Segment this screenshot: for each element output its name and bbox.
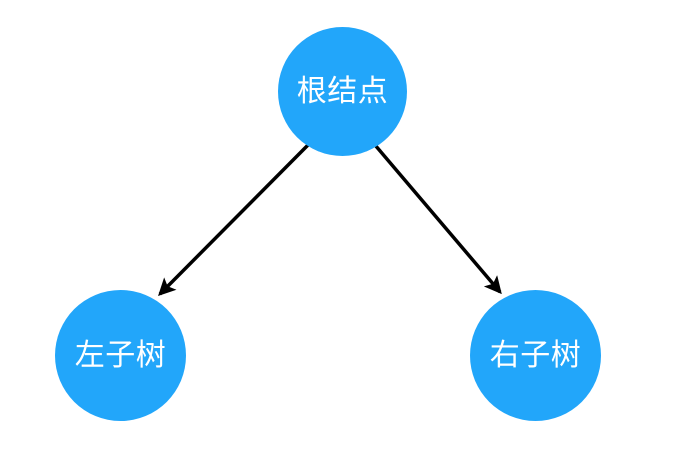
edge-root-to-left: [158, 143, 310, 296]
node-root[interactable]: 根结点: [278, 27, 407, 156]
node-left-subtree-label: 左子树: [74, 338, 167, 372]
node-right-subtree-label: 右子树: [489, 338, 582, 372]
edge-root-to-right: [373, 143, 502, 295]
node-right-subtree[interactable]: 右子树: [470, 290, 601, 421]
node-root-label: 根结点: [296, 74, 389, 108]
node-left-subtree[interactable]: 左子树: [55, 290, 186, 421]
